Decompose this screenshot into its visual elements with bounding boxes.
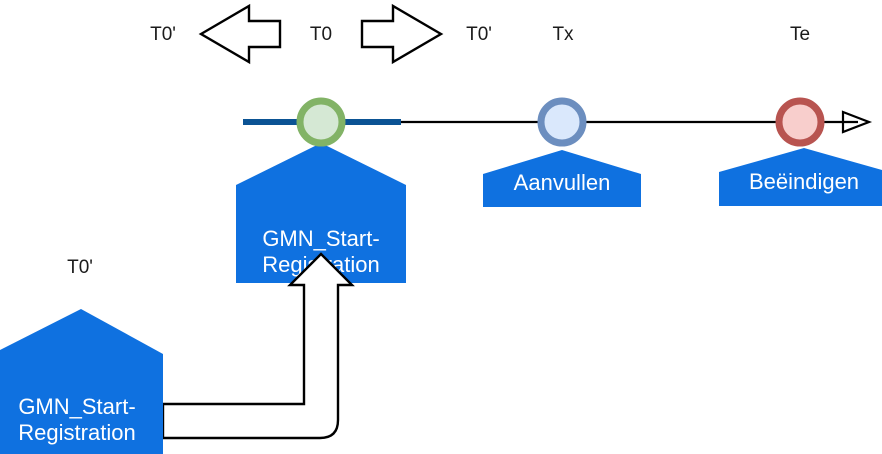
bottom-to-top-connector	[161, 252, 355, 440]
pentagon-beeindigen[interactable]: Beëindigen	[719, 148, 882, 206]
pentagon-gmn-start-registration-bottom[interactable]: GMN_Start- Registration	[0, 309, 163, 454]
timeline-label-t0: T0	[310, 24, 332, 45]
timeline-label-t0-prime-right: T0'	[466, 24, 492, 45]
pentagon-label-aanvullen: Aanvullen	[514, 170, 611, 195]
timeline-label-t0-prime-left: T0'	[150, 24, 176, 45]
bottom-label-t0-prime: T0'	[67, 257, 93, 278]
timeline-node-tx[interactable]	[537, 97, 587, 147]
timeline-label-tx: Tx	[552, 24, 574, 45]
shift-right-arrow	[360, 3, 444, 65]
shift-left-arrow	[198, 3, 282, 65]
pentagon-aanvullen[interactable]: Aanvullen	[483, 150, 641, 207]
timeline-node-t0[interactable]	[296, 97, 346, 147]
timeline-node-te[interactable]	[775, 97, 825, 147]
pentagon-bottom-label-line-2: Registration	[18, 420, 135, 445]
pentagon-bottom-label-line-1: GMN_Start-	[18, 394, 135, 419]
timeline-label-te: Te	[790, 24, 810, 45]
timeline-arrowhead-icon	[841, 110, 873, 134]
pentagon-label-beeindigen: Beëindigen	[749, 169, 859, 194]
pentagon-label-line-1: GMN_Start-	[262, 226, 379, 251]
pentagon-gmn-start-registration-top[interactable]: GMN_Start- Registration	[236, 143, 406, 283]
